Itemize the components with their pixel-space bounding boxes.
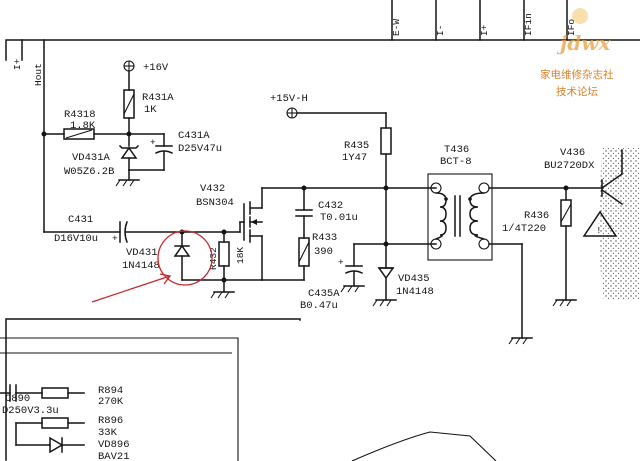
rail-16v-label: +16V: [143, 62, 169, 74]
c431a-value: D25V47u: [178, 143, 222, 155]
c431-value: D16V10u: [54, 233, 98, 245]
v436-value: BU2720DX: [544, 160, 595, 172]
vd431-value: 1N4148: [122, 260, 160, 272]
v436-ref: V436: [560, 147, 585, 159]
watermark-line2: 技术论坛: [556, 85, 598, 98]
diode-vd435: [377, 267, 395, 280]
v432-ref: V432: [200, 183, 225, 195]
signal-i-minus: I-: [435, 25, 446, 36]
r432-ref: R432: [208, 247, 219, 270]
c431a-ref: C431A: [178, 130, 210, 142]
r433-value: 390: [314, 246, 333, 258]
svg-text:+: +: [112, 233, 118, 244]
vd896-ref: VD896: [98, 439, 130, 451]
resistor-r894: [41, 387, 69, 399]
label-i-plus-left: I+: [12, 58, 23, 70]
c431-ref: C431: [68, 214, 93, 226]
diode-vd431: [173, 244, 191, 257]
r431a-value: 1K: [144, 104, 157, 116]
resistor-r432: [218, 241, 230, 267]
r436-ref: R436: [524, 210, 549, 222]
t436-ref: T436: [444, 144, 469, 156]
r894-value: 270K: [98, 396, 124, 408]
mosfet-v432: [251, 219, 257, 225]
transformer-t436-primary: [435, 192, 447, 240]
signal-i-plus: I+: [479, 24, 490, 36]
c890-ref: C890: [5, 393, 30, 405]
r896-ref: R896: [98, 415, 123, 427]
diode-vd896: [49, 436, 64, 454]
annotation-arrow: [91, 275, 171, 303]
transformer-t436-secondary: [469, 192, 485, 240]
resistor-r896: [41, 417, 69, 429]
vd435-ref: VD435: [398, 273, 430, 285]
r894-ref: R894: [98, 385, 123, 397]
svg-text:+: +: [150, 137, 156, 148]
vd431-ref: VD431: [126, 247, 158, 259]
vd431a-ref: VD431A: [72, 152, 111, 164]
c432-value: T0.01u: [320, 212, 358, 224]
svg-text:!: !: [596, 225, 602, 236]
c435a-ref: C435A: [308, 288, 340, 300]
v432-value: BSN304: [196, 197, 234, 209]
rail-15vh-label: +15V-H: [270, 93, 308, 105]
r431a-ref: R431A: [142, 92, 174, 104]
signal-ifin: IFin: [523, 13, 534, 36]
signal-ifo: IFo: [566, 19, 577, 36]
label-hout: Hout: [33, 63, 44, 86]
c435a-value: B0.47u: [300, 300, 338, 312]
board-outline-lower: [5, 318, 301, 461]
r435-ref: R435: [344, 140, 369, 152]
watermark: jdwx 家电维修杂志社 技术论坛: [540, 8, 614, 98]
vd431a-value: W05Z6.2B: [64, 166, 114, 178]
board-outline: [5, 39, 640, 61]
watermark-line1: 家电维修杂志社: [540, 68, 614, 81]
zener-vd431a: [120, 146, 138, 159]
svg-text:+: +: [338, 257, 344, 268]
resistor-r435: [380, 127, 392, 155]
transformer-t436-frame: [427, 173, 493, 261]
r4318-value: 1.8K: [70, 120, 96, 132]
r4318-ref: R4318: [64, 109, 96, 121]
r433-ref: R433: [312, 232, 337, 244]
t436-value: BCT-8: [440, 156, 472, 168]
c890-value: D250V3.3u: [2, 405, 59, 417]
c432-ref: C432: [318, 200, 343, 212]
vd435-value: 1N4148: [396, 286, 434, 298]
watermark-logo: jdwx: [556, 31, 611, 55]
r435-value: 1Y47: [342, 152, 367, 164]
signal-ew: E-W: [391, 19, 402, 36]
warning-triangle-icon: [582, 210, 618, 237]
r432-value: 18K: [235, 247, 246, 264]
shaded-region: [598, 148, 640, 300]
r436-value: 1/4T220: [502, 223, 546, 235]
r896-value: 33K: [98, 427, 118, 439]
vd896-value: BAV21: [98, 451, 130, 461]
annotation-circle: [157, 230, 213, 286]
